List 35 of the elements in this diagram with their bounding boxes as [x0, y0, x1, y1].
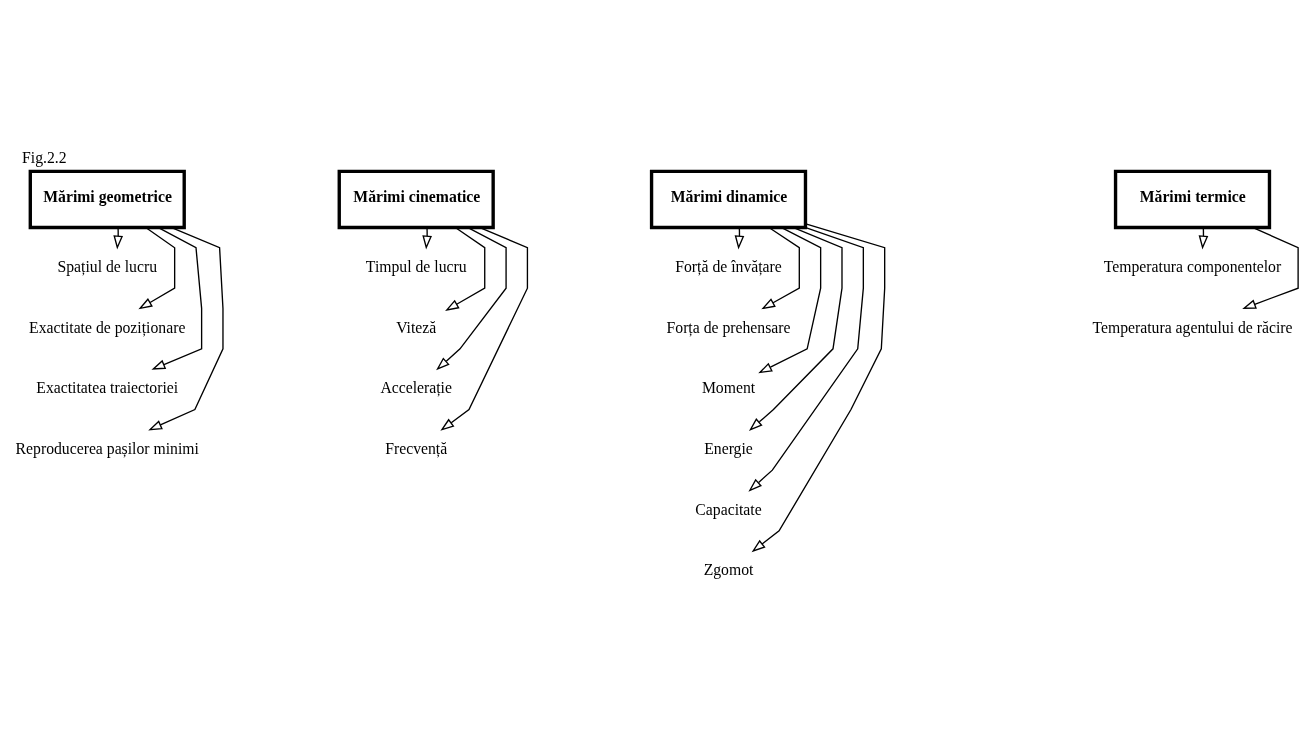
node-text: Energie: [704, 439, 753, 457]
node-box: Mărimi cinematice: [337, 169, 495, 229]
arrow: [761, 226, 800, 309]
node-box: Mărimi geometrice: [28, 169, 186, 229]
node-text: Exactitate de poziționare: [29, 318, 186, 336]
arrow: [113, 226, 124, 249]
node-text: Zgomot: [703, 560, 754, 578]
diagram-title: Fig.2.2: [22, 148, 67, 166]
node-text: Forță de învățare: [675, 257, 782, 275]
node-text: Temperatura componentelor: [1103, 257, 1282, 275]
arrow: [748, 226, 864, 492]
node-text: Timpul de lucru: [365, 257, 467, 275]
node-text: Exactitatea traiectoriei: [36, 378, 179, 396]
node-text: Moment: [701, 378, 756, 396]
node-text: Frecvență: [385, 439, 448, 457]
arrow: [748, 226, 843, 431]
arrow: [1242, 226, 1299, 309]
arrow: [751, 222, 886, 552]
node-text: Reproducerea pașilor minimi: [15, 439, 199, 457]
arrow: [138, 226, 176, 309]
arrow: [151, 226, 203, 370]
node-text: Forța de prehensare: [666, 318, 791, 336]
node-text: Temperatura agentului de răcire: [1092, 318, 1293, 336]
node-text: Capacitate: [695, 500, 762, 518]
arrow: [436, 226, 507, 370]
arrow: [758, 226, 822, 373]
node-text: Accelerație: [380, 378, 452, 396]
node-box: Mărimi termice: [1113, 169, 1272, 229]
node-box: Mărimi dinamice: [649, 169, 808, 229]
node-text: Viteză: [396, 318, 437, 336]
arrow: [148, 226, 224, 430]
arrow: [440, 226, 529, 431]
node-text: Spațiul de lucru: [57, 257, 158, 275]
arrow: [445, 226, 486, 311]
arrow: [422, 226, 433, 249]
